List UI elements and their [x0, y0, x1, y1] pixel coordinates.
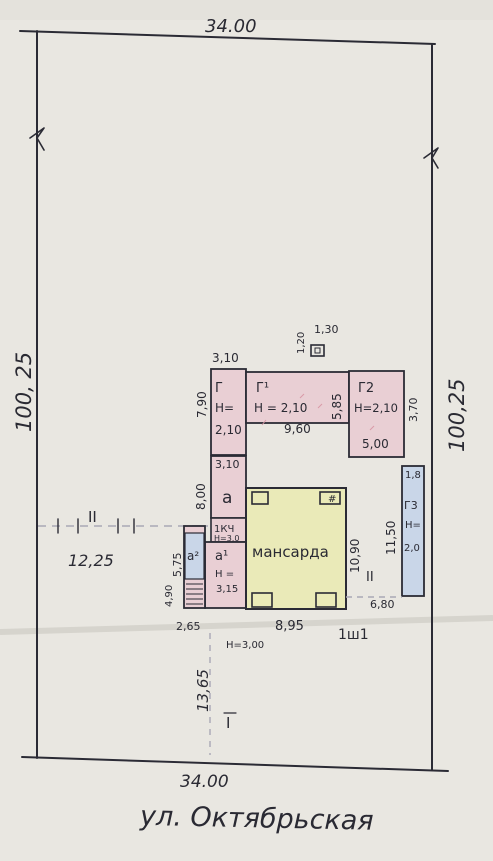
building-a2-dim-w: 2,65	[176, 620, 201, 633]
building-a-label: а	[222, 488, 232, 508]
building-g2-dim-side: 3,70	[407, 398, 420, 423]
right-break-mark	[423, 147, 439, 169]
plot-boundary	[19, 30, 449, 772]
main-house-label: мансарда	[252, 543, 329, 561]
building-a2-inner	[184, 532, 205, 580]
building-g2	[348, 370, 405, 458]
plot-bottom-width: 34.00	[180, 772, 229, 792]
building-a-dim-side: 8,00	[194, 483, 208, 510]
building-g3-height-value: 2,0	[404, 543, 420, 554]
building-g3-height: Н=	[405, 520, 421, 531]
porch-stairs	[186, 583, 203, 605]
building-a2-label: а²	[187, 549, 199, 563]
main-house-height: Н=3,00	[226, 640, 264, 651]
building-g3-label: Г3	[404, 499, 418, 512]
main-house-floors: 1ш1	[338, 627, 369, 643]
building-a2-dim-b: 4,90	[164, 585, 175, 607]
building-a	[210, 455, 247, 519]
mark-i-bottom: I	[226, 714, 230, 732]
corner-mark: #	[328, 494, 336, 505]
well-dim-a: 1,20	[296, 332, 307, 354]
building-a1-height-value: 3,15	[216, 584, 238, 595]
plot-left-length: 100, 25	[12, 352, 36, 432]
building-g1-label: Г¹	[256, 381, 269, 396]
building-g-height-value: 2,10	[215, 423, 242, 437]
building-g1-dim: 9,60	[284, 422, 311, 436]
building-g3-dim-side: 11,50	[384, 521, 398, 555]
building-g-dim-side: 7,90	[195, 391, 209, 418]
street-name: ул. Октябрьская	[139, 801, 374, 837]
well-box	[310, 344, 325, 357]
plot-top-width: 34.00	[205, 16, 257, 37]
building-g-label: Г	[215, 381, 223, 396]
building-g2-label: Г2	[358, 381, 374, 396]
main-house-dim-h: 10,90	[348, 539, 362, 573]
building-a1-label: а¹	[215, 549, 228, 564]
building-kch-label: 1КЧ	[214, 524, 234, 535]
building-g3-dim-top: 1,8	[405, 470, 421, 481]
building-g1-dim-side: 5,85	[330, 393, 344, 420]
main-house	[245, 487, 347, 610]
mark-ii-right: II	[366, 570, 374, 585]
g1-hatching	[261, 393, 375, 431]
main-house-dim-w: 8,95	[275, 619, 304, 634]
building-a1-height: Н =	[215, 569, 234, 580]
plot-right-length: 100,25	[445, 379, 469, 452]
paper-fold	[0, 615, 493, 635]
building-g-height: Н=	[215, 401, 234, 415]
building-a-dim-top: 3,10	[215, 458, 240, 471]
building-kch-height: Н=3,0	[214, 534, 239, 543]
building-g2-dim: 5,00	[362, 437, 389, 451]
well-dim-b: 1,30	[314, 323, 339, 336]
side-setback-value: 12,25	[68, 551, 114, 570]
building-a2-dim: 5,75	[171, 553, 184, 578]
building-g2-height: Н=2,10	[354, 401, 398, 415]
building-g-dim-top: 3,10	[212, 351, 239, 365]
building-g3	[401, 465, 425, 597]
mark-ii-left: II	[88, 508, 97, 526]
building-g3-dim-w: 6,80	[370, 598, 395, 611]
main-house-corners	[251, 491, 341, 608]
building-g1-height: Н = 2,10	[254, 401, 307, 415]
well-box-inner	[314, 347, 321, 354]
side-setback-line	[38, 518, 208, 534]
front-setback-value: 13,65	[194, 669, 212, 712]
left-break-mark	[29, 127, 45, 151]
paper-top-strip	[0, 0, 493, 20]
